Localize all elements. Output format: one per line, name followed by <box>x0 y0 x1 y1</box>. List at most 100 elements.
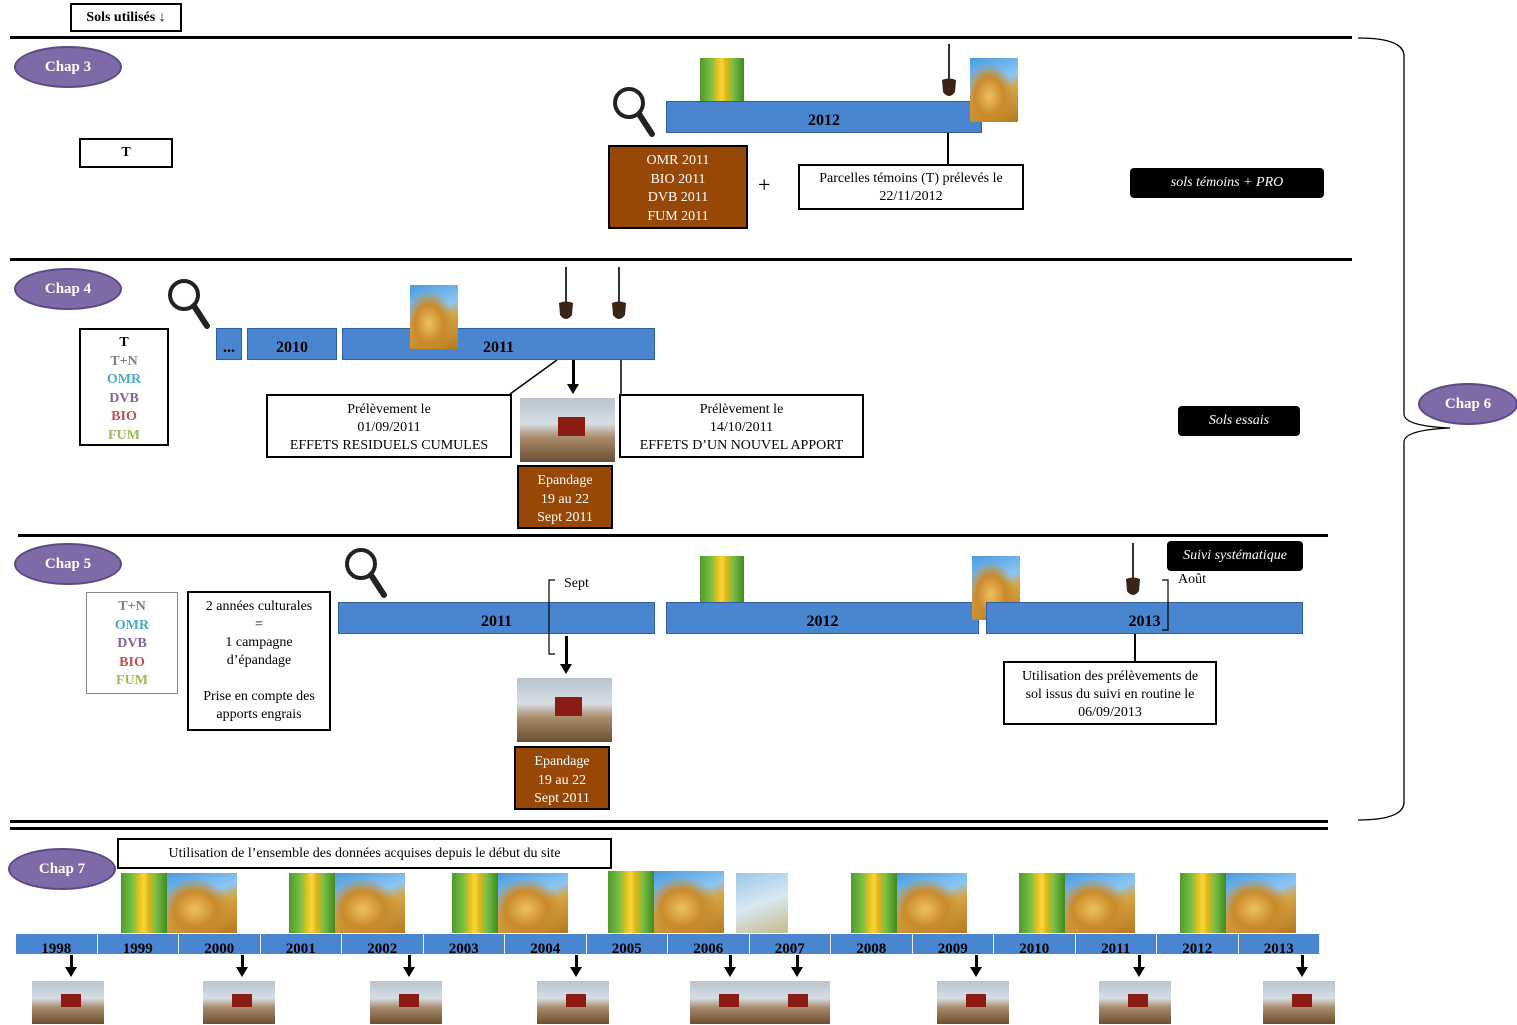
timeline-year-2007: 2007 <box>749 934 831 954</box>
corn-image <box>1180 873 1226 933</box>
chap3-sampling-box: Parcelles témoins (T) prélevés le 22/11/… <box>798 164 1024 210</box>
tractor-image <box>760 981 830 1024</box>
divider-chap4 <box>10 258 1352 261</box>
corn-image <box>452 873 498 933</box>
chap7-arrow <box>791 955 803 977</box>
corn-image <box>1019 873 1065 933</box>
box-line: EFFETS D’UN NOUVEL APPORT <box>639 438 844 453</box>
box-line: Prélèvement le <box>699 402 784 417</box>
chap5-soil-list: T+N OMR DVB BIO FUM <box>86 592 178 694</box>
wheat-image <box>335 873 405 933</box>
chap4-new-input-box: Prélèvement le 14/10/2011 EFFETS D’UN NO… <box>619 394 864 458</box>
pro-line: BIO 2011 <box>650 171 706 187</box>
corn-image <box>608 871 654 933</box>
soil-DVB: DVB <box>117 636 147 651</box>
timeline-year-2004: 2004 <box>505 934 587 954</box>
magnifier-icon <box>168 279 210 329</box>
timeline-year-2002: 2002 <box>342 934 424 954</box>
sept-label: Sept <box>564 576 589 591</box>
wheat-image <box>167 873 237 933</box>
divider-top <box>10 36 1352 39</box>
tractor-image <box>520 398 615 462</box>
spread-line: Sept 2011 <box>534 791 590 806</box>
chap4-connectors <box>509 360 622 395</box>
spread-line: Epandage <box>537 473 593 488</box>
soil-TN: T+N <box>110 353 138 369</box>
chap3-connector <box>947 133 949 165</box>
chap5-arrow <box>560 636 572 674</box>
note-line: = <box>255 617 263 632</box>
chap5-spread-box: Epandage 19 au 22 Sept 2011 <box>514 746 610 810</box>
chap5-year-2011: 2011 <box>338 602 655 634</box>
chap4-residual-box: Prélèvement le 01/09/2011 EFFETS RESIDUE… <box>266 394 512 458</box>
timeline-year-2005: 2005 <box>586 934 668 954</box>
pro-line: OMR 2011 <box>646 153 710 168</box>
box-line: 14/10/2011 <box>709 420 774 435</box>
barley-image <box>736 873 788 933</box>
chap5-year-2012: 2012 <box>666 602 979 634</box>
divider-chap7-b <box>10 827 1328 830</box>
soil-FUM: FUM <box>108 427 140 443</box>
note-line: apports engrais <box>216 707 302 722</box>
chap7-caption: Utilisation de l’ensemble des données ac… <box>117 838 612 869</box>
chap5-routine-box: Utilisation des prélèvements de sol issu… <box>1003 661 1217 725</box>
wheat-image <box>970 58 1018 122</box>
timeline-year-2000: 2000 <box>179 934 261 954</box>
chap4-spread-box: Epandage 19 au 22 Sept 2011 <box>517 465 613 529</box>
chap5-note-box: 2 années culturales = 1 campagne d’épand… <box>187 591 331 731</box>
timeline-year-1998: 1998 <box>16 934 98 954</box>
soil-TN: T+N <box>118 599 146 614</box>
note-line: 1 campagne <box>225 635 293 650</box>
tractor-image <box>370 981 442 1024</box>
spread-line: Epandage <box>534 754 590 769</box>
magnifier-icon <box>345 548 387 598</box>
chap7-arrow <box>236 955 248 977</box>
chap5-tag: Suivi systématique <box>1167 541 1303 571</box>
corn-image <box>851 873 897 933</box>
chap3-pro-box: OMR 2011 BIO 2011 DVB 2011 FUM 2011 <box>608 145 748 229</box>
chap3-badge: Chap 3 <box>14 46 122 88</box>
pro-line: FUM 2011 <box>647 208 709 224</box>
shovel-icon <box>612 267 626 319</box>
chap5-year-2013: 2013 <box>986 602 1303 634</box>
soil-T: T <box>119 335 129 350</box>
sept-bracket <box>548 579 555 655</box>
spread-line: Sept 2011 <box>537 510 593 525</box>
chap4-arrow <box>567 360 579 394</box>
pro-line: DVB 2011 <box>647 190 709 205</box>
chap7-badge: Chap 7 <box>8 848 116 890</box>
chap4-badge: Chap 4 <box>14 268 122 310</box>
chap7-arrow <box>724 955 736 977</box>
divider-chap5 <box>18 534 1328 537</box>
box-line: Prélèvement le <box>347 402 431 417</box>
chap7-arrow <box>570 955 582 977</box>
chap7-arrow <box>65 955 77 977</box>
wheat-image <box>410 285 458 349</box>
chap4-soil-list: T T+N OMR DVB BIO FUM <box>79 328 169 446</box>
timeline-year-2013: 2013 <box>1238 934 1320 954</box>
chap7-arrow <box>1133 955 1145 977</box>
tractor-image <box>517 678 612 742</box>
soil-DVB: DVB <box>109 390 139 406</box>
chap7-arrow <box>403 955 415 977</box>
chap3-soil-box: T <box>79 138 173 168</box>
wheat-image <box>1226 873 1296 933</box>
chap3-tag: sols témoins + PRO <box>1130 168 1324 198</box>
note-line: d’épandage <box>226 653 292 668</box>
chap5-connector <box>1134 634 1136 662</box>
corn-image <box>289 873 335 933</box>
chap7-arrow <box>970 955 982 977</box>
wheat-image <box>897 873 967 933</box>
chap3-year-bar: 2012 <box>666 101 982 133</box>
timeline-year-1999: 1999 <box>97 934 179 954</box>
tractor-image <box>937 981 1009 1024</box>
chap5-badge: Chap 5 <box>14 543 122 585</box>
plus-sign: + <box>758 172 771 197</box>
tractor-image <box>203 981 275 1024</box>
note-spacer <box>189 670 329 688</box>
tractor-image <box>537 981 609 1024</box>
soil-FUM: FUM <box>116 673 148 688</box>
timeline-year-2006: 2006 <box>668 934 750 954</box>
timeline-year-2012: 2012 <box>1157 934 1239 954</box>
aout-label: Août <box>1178 572 1206 587</box>
